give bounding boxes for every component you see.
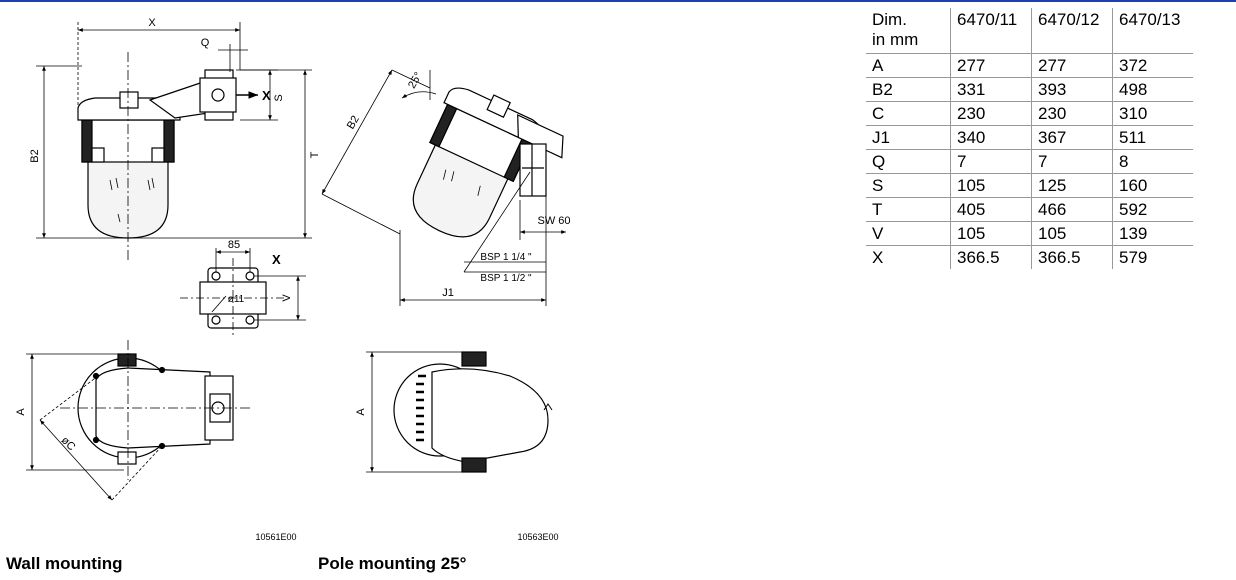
table-cell: 579 [1112,245,1193,269]
table-cell: 367 [1031,125,1113,150]
table-cell: 7 [950,149,1032,174]
detail-x-title: X [272,252,281,267]
table-cell: 230 [950,101,1032,126]
row-label: S [866,173,951,198]
table-cell: 105 [950,221,1032,246]
table-cell: 498 [1112,77,1193,102]
angle-label: 25° [406,70,425,90]
row-label: C [866,101,951,126]
row-label: J1 [866,125,951,150]
table-cell: 125 [1031,173,1113,198]
drawing-code-pole: 10563E00 [517,532,558,542]
top-rule [0,0,1236,2]
dim-x-label: X [148,17,156,29]
table-cell: 8 [1112,149,1193,174]
dim-a-pole-label: A [355,408,367,416]
header-col-1: 6470/11 [950,8,1032,54]
dim-b2-label: B2 [29,149,41,162]
drawing-code-wall: 10561E00 [255,532,296,542]
row-label: T [866,197,951,222]
table-cell: 340 [950,125,1032,150]
table-cell: 331 [950,77,1032,102]
table-cell: 310 [1112,101,1193,126]
header-col-3: 6470/13 [1112,8,1193,54]
table-cell: 7 [1031,149,1113,174]
table-cell: 592 [1112,197,1193,222]
sw-60-label: SW 60 [537,215,570,227]
header-col-2: 6470/12 [1031,8,1113,54]
header-unit: in mm [872,30,919,49]
table-cell: 405 [950,197,1032,222]
table-cell: 160 [1112,173,1193,198]
bsp-2-label: BSP 1 1/2 " [480,273,532,284]
table-cell: 277 [1031,53,1113,78]
pole-side-view [412,87,564,238]
table-cell: 277 [950,53,1032,78]
wall-side-dimensions [36,22,312,260]
dim-s-label: S [273,94,285,101]
dia-c-label: øC [59,434,78,453]
table-cell: 230 [1031,101,1113,126]
table-cell: 466 [1031,197,1113,222]
row-label: Q [866,149,951,174]
header-dim-cell: Dim.in mm [866,8,951,54]
table-cell: 511 [1112,125,1193,150]
table-cell: 105 [1031,221,1113,246]
table-cell: 366.5 [1031,245,1113,269]
dim-85-label: 85 [228,239,240,251]
dim-q-label: Q [201,37,210,49]
row-label: X [872,248,884,267]
dia-11-label: ø11 [228,294,245,305]
caption-wall-mounting: Wall mounting [6,554,123,573]
dim-a-wall-label: A [15,408,27,416]
table-cell: 105 [950,173,1032,198]
row-label: B2 [866,77,951,102]
pole-spigot [519,143,547,197]
dim-b2-pole-label: B2 [345,114,362,132]
table-header-row: Dim.in mm 6470/11 6470/12 6470/13 [866,8,1193,54]
pole-top-view [393,351,553,473]
pole-top-dimensions [366,351,470,473]
section-x-marker: X [262,88,271,103]
wall-top-view [77,353,234,465]
caption-pole-mounting: Pole mounting 25° [318,554,467,573]
dim-v-label: V [281,294,293,302]
dim-j1-label: J1 [442,287,454,299]
bsp-1-label: BSP 1 1/4 " [480,252,532,263]
header-dim: Dim. [872,10,907,29]
table-cell: 393 [1031,77,1113,102]
row-label: A [866,53,951,78]
row-label: V [866,221,951,246]
detail-x-dimensions [180,248,306,336]
dim-t-label: T [309,151,321,158]
table-cell: 366.5 [950,245,1032,269]
table-cell: 139 [1112,221,1193,246]
pole-dimensions [321,69,566,306]
wall-side-view [77,69,237,239]
table-cell: 372 [1112,53,1193,78]
technical-drawing: X Q S T B2 X 85 X ø11 V [15,17,571,542]
wall-top-dimensions [26,340,250,501]
